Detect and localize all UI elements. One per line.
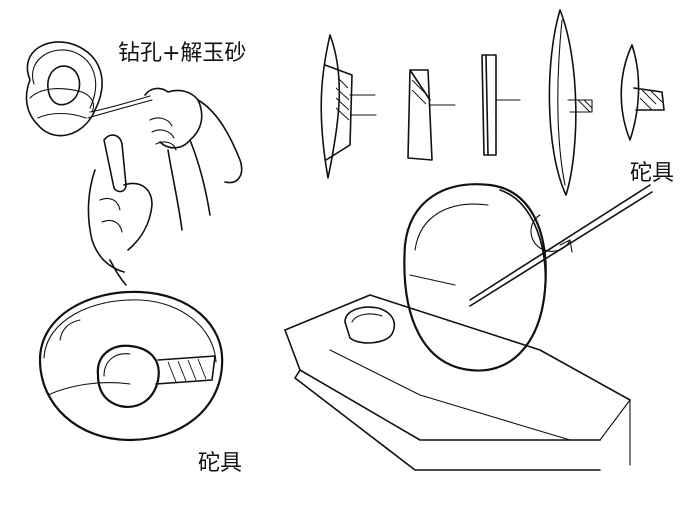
tool-label-right: 砣具 [630, 161, 674, 186]
hand-drilling-sketch: 钻孔+解玉砂 [25, 41, 246, 286]
blade-profiles [320, 9, 665, 196]
blade-profile-4 [548, 9, 593, 196]
blade-profile-1 [320, 34, 377, 179]
drill-sand-label: 钻孔+解玉砂 [118, 41, 246, 66]
blade-profile-2 [407, 69, 456, 161]
blade-profile-5 [620, 44, 665, 141]
bench-wheel-sketch: 砣具 [284, 161, 674, 471]
blade-profile-3 [481, 54, 521, 156]
disc-with-tool: 砣具 [38, 290, 242, 476]
tool-label-bottom: 砣具 [198, 451, 242, 476]
